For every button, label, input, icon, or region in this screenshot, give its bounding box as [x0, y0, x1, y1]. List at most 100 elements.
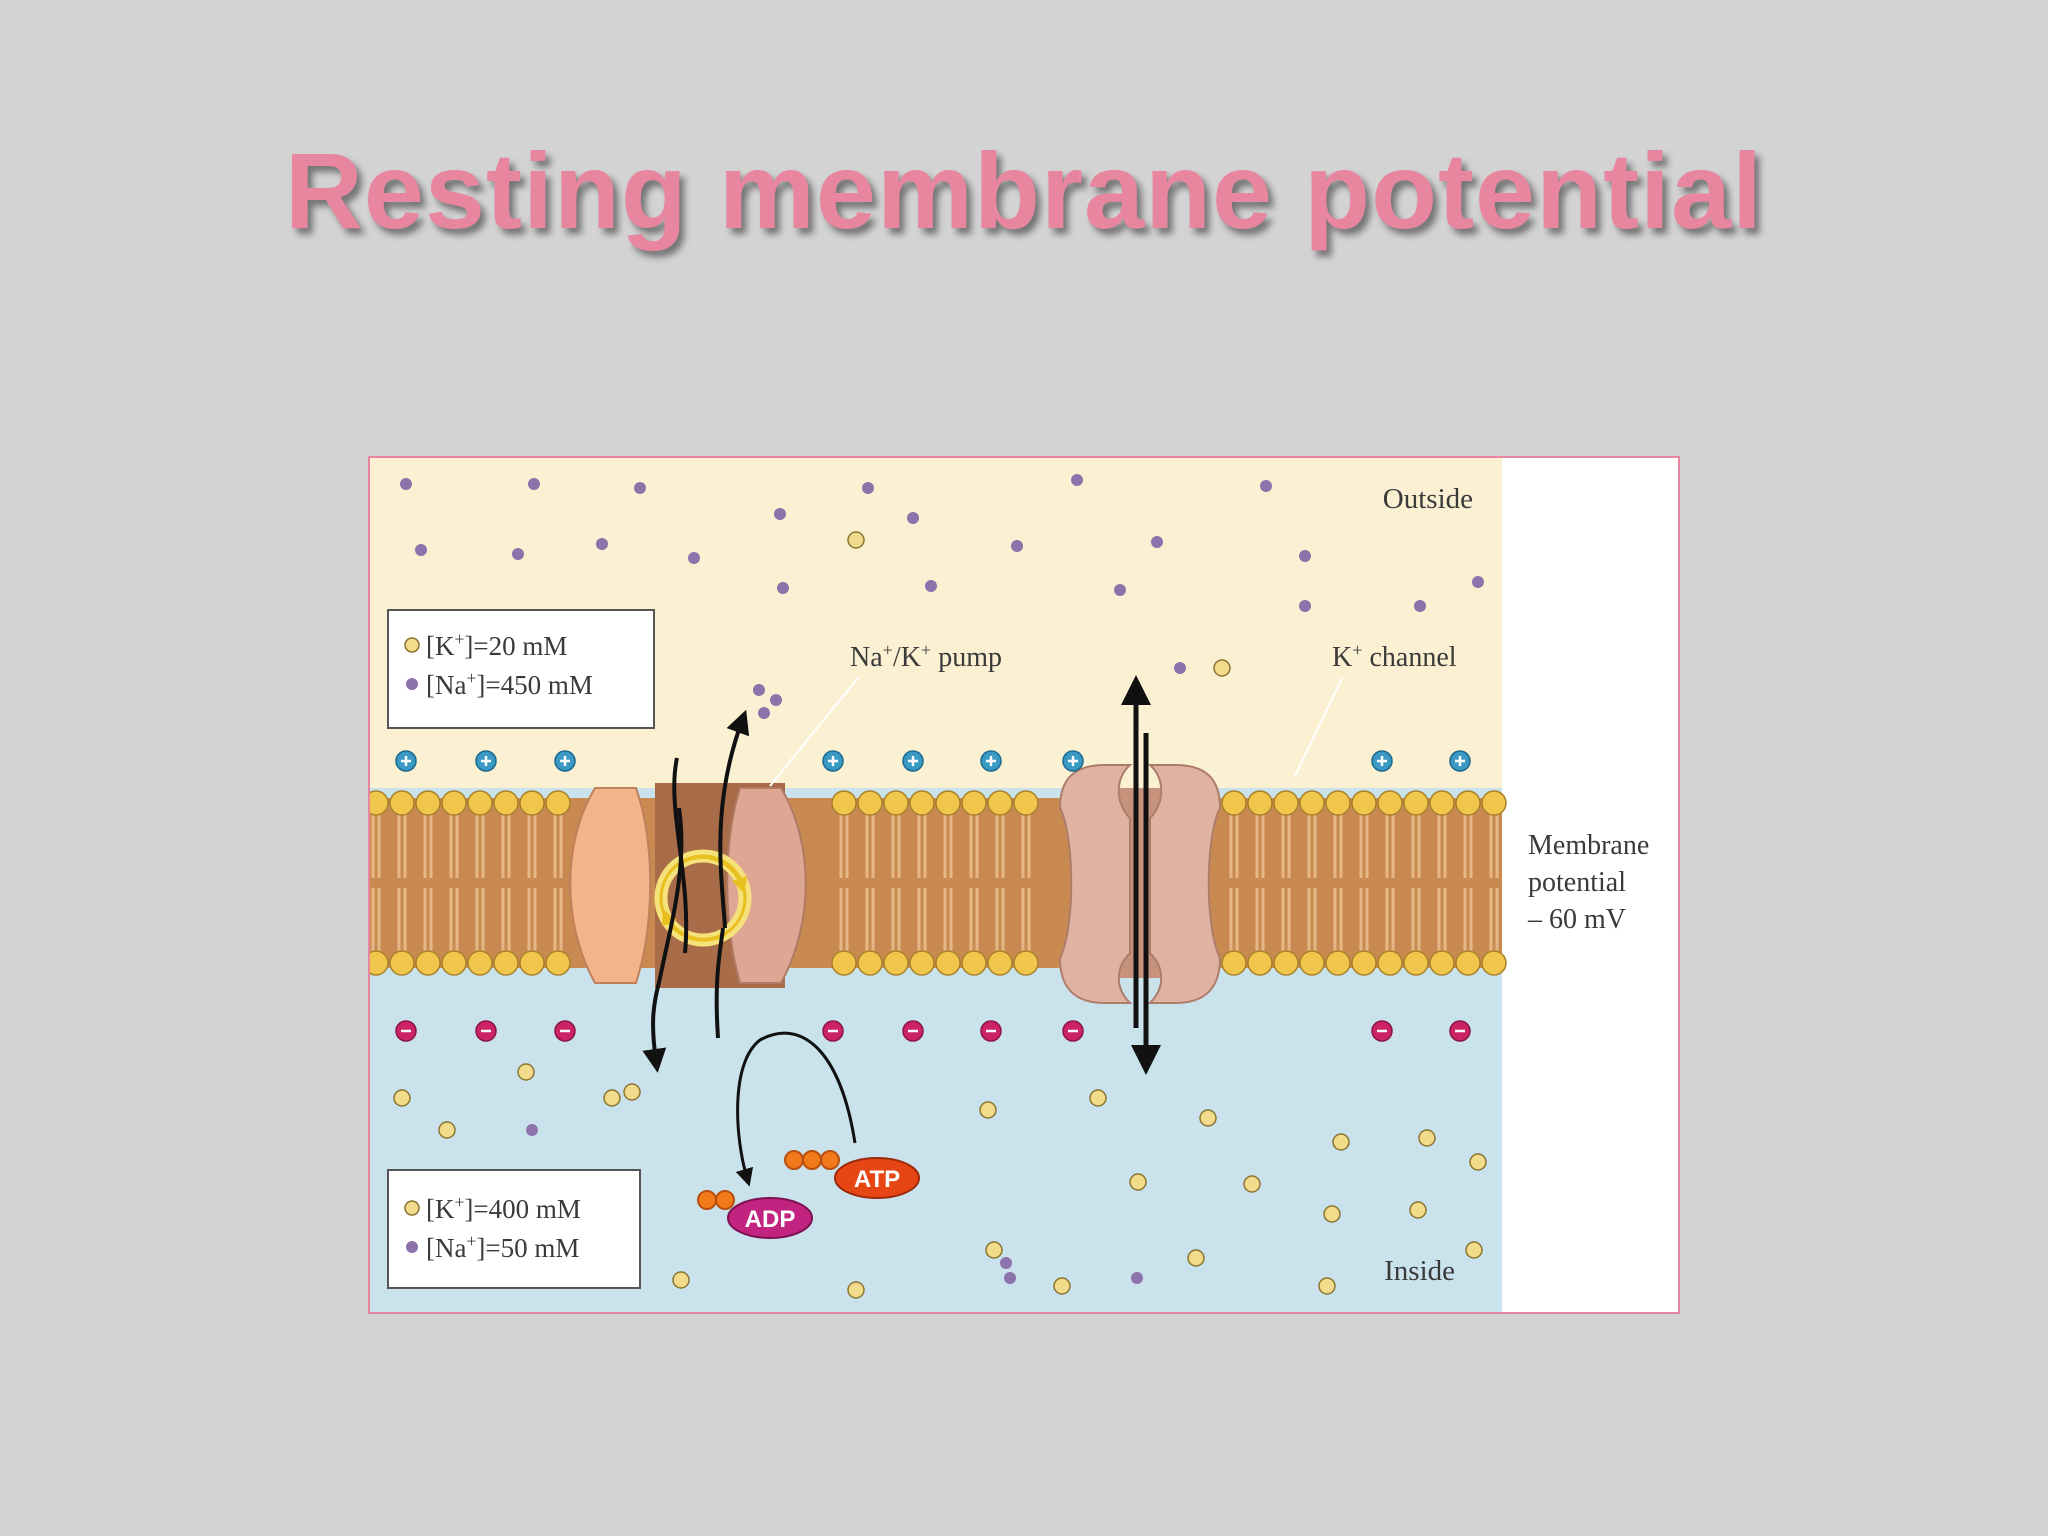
- lipid-head: [832, 951, 856, 975]
- lipid-head: [962, 791, 986, 815]
- membrane-potential-line1: Membrane: [1528, 830, 1649, 861]
- lipid-head: [884, 951, 908, 975]
- k-ion-icon: [848, 532, 864, 548]
- lipid-head: [858, 951, 882, 975]
- outside-k-concentration: [K+]=20 mM: [426, 629, 567, 661]
- na-ion-icon: [1299, 550, 1311, 562]
- lipid-head: [1404, 951, 1428, 975]
- k-ion-icon: [1333, 1134, 1349, 1150]
- positive-charge-icon: [981, 751, 1001, 771]
- lipid-head: [442, 951, 466, 975]
- lipid-head: [416, 791, 440, 815]
- membrane-potential-value: – 60 mV: [1527, 904, 1626, 935]
- na-ion-icon: [406, 1241, 418, 1253]
- atp-label: ATP: [854, 1166, 900, 1193]
- k-ion-icon: [405, 638, 419, 652]
- k-ion-icon: [1410, 1202, 1426, 1218]
- na-ion-icon: [634, 482, 646, 494]
- na-ion-icon: [415, 544, 427, 556]
- positive-charge-icon: [903, 751, 923, 771]
- lipid-head: [1482, 951, 1506, 975]
- na-ion-icon: [907, 512, 919, 524]
- lipid-head: [1326, 791, 1350, 815]
- lipid-head: [1274, 951, 1298, 975]
- lipid-head: [1482, 791, 1506, 815]
- negative-charge-icon: [823, 1021, 843, 1041]
- k-ion-icon: [1466, 1242, 1482, 1258]
- negative-charge-icon: [476, 1021, 496, 1041]
- negative-charge-icon: [1372, 1021, 1392, 1041]
- na-ion-icon: [770, 694, 782, 706]
- positive-charge-icon: [1450, 751, 1470, 771]
- inside-k-concentration: [K+]=400 mM: [426, 1192, 581, 1224]
- inside-concentration-box: [K+]=400 mM [Na+]=50 mM: [388, 1170, 640, 1288]
- lipid-head: [1300, 791, 1324, 815]
- negative-charge-icon: [396, 1021, 416, 1041]
- lipid-head: [546, 791, 570, 815]
- na-ion-icon: [512, 548, 524, 560]
- k-ion-icon: [1319, 1278, 1335, 1294]
- outside-concentration-box: [K+]=20 mM [Na+]=450 mM: [388, 610, 654, 728]
- outside-na-concentration: [Na+]=450 mM: [426, 668, 593, 700]
- lipid-head: [1378, 951, 1402, 975]
- k-ion-icon: [986, 1242, 1002, 1258]
- lipid-head: [494, 791, 518, 815]
- lipid-head: [988, 791, 1012, 815]
- k-ion-icon: [1054, 1278, 1070, 1294]
- na-ion-icon: [406, 678, 418, 690]
- lipid-head: [546, 951, 570, 975]
- lipid-head: [884, 791, 908, 815]
- na-ion-icon: [862, 482, 874, 494]
- na-ion-icon: [1151, 536, 1163, 548]
- k-ion-icon: [624, 1084, 640, 1100]
- lipid-head: [1456, 791, 1480, 815]
- lipid-head: [832, 791, 856, 815]
- lipid-head: [1430, 791, 1454, 815]
- na-ion-icon: [400, 478, 412, 490]
- membrane-diagram: ATP ADP [K+]=20 mM [Na+]=450 mM [K+]=400…: [368, 456, 1680, 1314]
- positive-charge-icon: [823, 751, 843, 771]
- k-ion-icon: [405, 1201, 419, 1215]
- membrane-potential-line2: potential: [1528, 867, 1626, 898]
- negative-charge-icon: [555, 1021, 575, 1041]
- na-ion-icon: [1260, 480, 1272, 492]
- na-ion-icon: [1174, 662, 1186, 674]
- lipid-head: [1248, 791, 1272, 815]
- lipid-head: [1300, 951, 1324, 975]
- lipid-head: [1430, 951, 1454, 975]
- lipid-head: [370, 951, 388, 975]
- lipid-head: [988, 951, 1012, 975]
- k-ion-icon: [980, 1102, 996, 1118]
- negative-charge-icon: [903, 1021, 923, 1041]
- na-ion-icon: [758, 707, 770, 719]
- na-ion-icon: [1131, 1272, 1143, 1284]
- negative-charge-icon: [1063, 1021, 1083, 1041]
- na-ion-icon: [1114, 584, 1126, 596]
- lipid-head: [936, 791, 960, 815]
- positive-charge-icon: [1372, 751, 1392, 771]
- positive-charge-icon: [476, 751, 496, 771]
- positive-charge-icon: [1063, 751, 1083, 771]
- na-ion-icon: [774, 508, 786, 520]
- positive-charge-icon: [396, 751, 416, 771]
- adp-label: ADP: [745, 1206, 796, 1233]
- lipid-head: [1222, 791, 1246, 815]
- na-ion-icon: [1004, 1272, 1016, 1284]
- na-ion-icon: [1071, 474, 1083, 486]
- na-ion-icon: [688, 552, 700, 564]
- lipid-head: [1014, 951, 1038, 975]
- na-ion-icon: [1000, 1257, 1012, 1269]
- lipid-head: [1274, 791, 1298, 815]
- inside-label: Inside: [1384, 1255, 1455, 1287]
- lipid-head: [936, 951, 960, 975]
- inside-na-concentration: [Na+]=50 mM: [426, 1231, 579, 1263]
- slide-title: Resting membrane potential: [0, 128, 2048, 253]
- lipid-head: [1248, 951, 1272, 975]
- lipid-head: [1456, 951, 1480, 975]
- na-ion-icon: [528, 478, 540, 490]
- outside-label: Outside: [1383, 483, 1473, 515]
- k-ion-icon: [848, 1282, 864, 1298]
- lipid-head: [910, 791, 934, 815]
- na-ion-icon: [925, 580, 937, 592]
- k-ion-icon: [518, 1064, 534, 1080]
